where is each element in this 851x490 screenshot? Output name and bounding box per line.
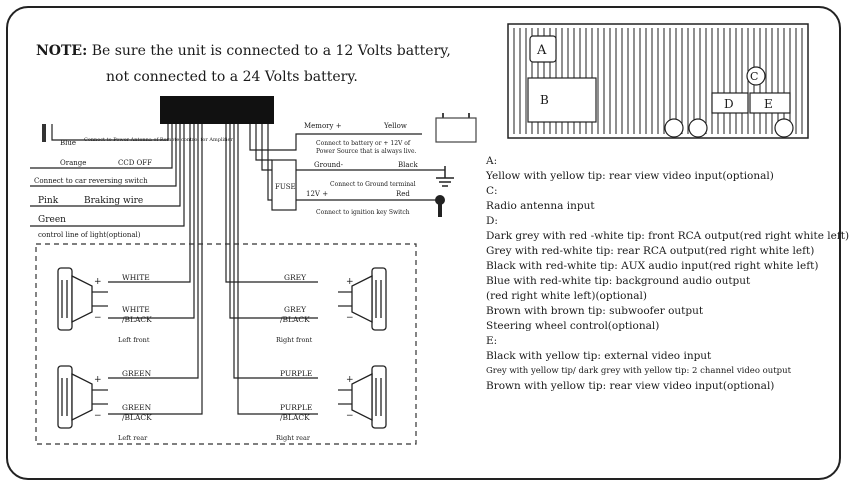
black-label: Black — [398, 161, 418, 169]
rear-panel: A B C D E — [507, 23, 809, 139]
legend-d-1: Dark grey with red -white tip: front RCA… — [486, 230, 850, 242]
v12-label: 12V + — [306, 190, 328, 198]
memory-desc-2: Power Source that is always live. — [316, 148, 417, 155]
legend-a-heading: A: — [486, 155, 498, 167]
memory-desc-1: Connect to battery or + 12V of — [316, 140, 411, 147]
plus-sign: + — [94, 277, 102, 287]
left-front-label: Left front — [118, 336, 150, 344]
grey-black-label-1: GREY — [284, 305, 307, 314]
legend-a-1: Yellow with yellow tip: rear view video … — [486, 170, 774, 182]
green-speaker-label: GREEN — [122, 369, 152, 378]
port-e — [749, 92, 791, 114]
minus-sign: − — [94, 411, 102, 421]
plus-sign: + — [346, 375, 354, 385]
harness-wires — [30, 124, 445, 415]
battery-icon — [435, 117, 477, 143]
diagram-frame — [6, 6, 841, 480]
speaker-left-front-icon — [57, 267, 93, 331]
legend-d-heading: D: — [486, 215, 498, 227]
right-rear-label: Right rear — [276, 434, 311, 442]
port-a-label: A — [536, 43, 547, 58]
wire-labels: Blue Connect to Power Antenna of Remote … — [34, 122, 418, 239]
legend-d-3: Black with red-white tip: AUX audio inpu… — [486, 260, 819, 272]
ignition-desc: Connect to ignition key Switch — [316, 209, 410, 216]
purple-black-label-1: PURPLE — [280, 403, 312, 412]
battery-note: NOTE: Be sure the unit is connected to a… — [36, 38, 451, 90]
reversing-label: Connect to car reversing switch — [34, 177, 148, 185]
note-line-1: Be sure the unit is connected to a 12 Vo… — [91, 43, 451, 59]
grey-black-label-2: /BLACK — [280, 315, 310, 324]
speaker-labels: + − WHITE WHITE /BLACK Left front + − GR… — [94, 273, 354, 442]
legend-d-5: (red right white left)(optional) — [486, 290, 647, 302]
left-rear-label: Left rear — [118, 434, 148, 442]
port-e-label: E — [764, 97, 773, 111]
yellow-label: Yellow — [383, 122, 407, 130]
purple-label: PURPLE — [280, 369, 312, 378]
antenna-wire-icon — [42, 124, 46, 142]
ground-icon — [436, 166, 454, 187]
plus-sign: + — [346, 277, 354, 287]
green-label: Green — [38, 215, 66, 225]
fuse-box — [271, 159, 297, 211]
legend-d-2: Grey with red-white tip: rear RCA output… — [486, 245, 815, 257]
blue-desc: Connect to Power Antenna of Remote contr… — [84, 137, 233, 143]
grey-label: GREY — [284, 273, 307, 282]
control-label: control line of light(optional) — [38, 231, 141, 239]
port-d — [711, 92, 749, 114]
rca-jack-icon — [774, 118, 794, 138]
ground-desc: Connect to Ground terminal — [330, 181, 416, 188]
minus-sign: − — [94, 313, 102, 323]
legend-e-1: Black with yellow tip: external video in… — [486, 350, 712, 362]
legend-d-7: Steering wheel control(optional) — [486, 320, 660, 332]
pink-label: Pink — [38, 196, 59, 206]
plus-sign: + — [94, 375, 102, 385]
rca-jack-icon — [664, 118, 684, 138]
legend-e-heading: E: — [486, 335, 498, 347]
fuse-label: FUSE — [275, 183, 296, 191]
note-line-2: not connected to a 24 Volts battery. — [106, 69, 358, 85]
ground-label: Ground- — [314, 161, 344, 169]
ignition-key-icon — [435, 195, 445, 217]
rca-jack-icon — [688, 118, 708, 138]
memory-label: Memory + — [304, 122, 342, 130]
green-black-label-1: GREEN — [122, 403, 152, 412]
right-front-label: Right front — [276, 336, 313, 344]
white-black-label-1: WHITE — [122, 305, 150, 314]
harness-connector — [160, 96, 274, 124]
speaker-right-front-icon — [351, 267, 387, 331]
legend-d-4: Blue with red-white tip: background audi… — [486, 275, 751, 287]
minus-sign: − — [346, 411, 354, 421]
speaker-left-rear-icon — [57, 365, 93, 429]
connector-legend: A: Yellow with yellow tip: rear view vid… — [486, 154, 849, 394]
red-label: Red — [396, 190, 410, 198]
speaker-right-rear-icon — [351, 365, 387, 429]
legend-e-2: Grey with yellow tip/ dark grey with yel… — [486, 366, 791, 376]
port-d-label: D — [724, 97, 734, 111]
note-prefix: NOTE: — [36, 43, 88, 59]
port-c-label: C — [750, 70, 758, 83]
legend-c-1: Radio antenna input — [486, 200, 595, 212]
port-b-label: B — [540, 93, 549, 107]
purple-black-label-2: /BLACK — [280, 413, 310, 422]
legend-c-heading: C: — [486, 185, 498, 197]
speaker-area — [35, 243, 417, 445]
blue-label: Blue — [60, 139, 76, 147]
port-c — [746, 66, 766, 86]
speaker-wires — [92, 291, 352, 405]
white-label: WHITE — [122, 273, 150, 282]
green-black-label-2: /BLACK — [122, 413, 152, 422]
legend-e-3: Brown with yellow tip: rear view video i… — [486, 380, 775, 392]
braking-label: Braking wire — [84, 196, 143, 206]
white-black-label-2: /BLACK — [122, 315, 152, 324]
legend-d-6: Brown with brown tip: subwoofer output — [486, 305, 704, 317]
ccd-label: CCD OFF — [118, 159, 152, 167]
orange-label: Orange — [60, 159, 86, 167]
port-b — [527, 77, 597, 123]
port-a — [529, 35, 557, 63]
minus-sign: − — [346, 313, 354, 323]
